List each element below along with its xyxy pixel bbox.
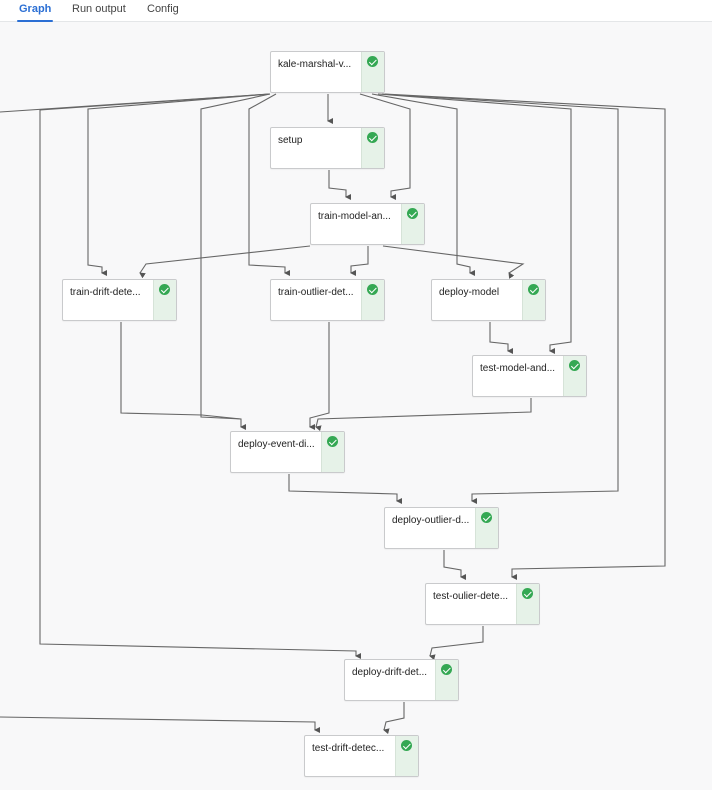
check-circle-icon [569,360,580,371]
edge [120,322,242,420]
check-circle-icon [367,56,378,67]
tab-config[interactable]: Config [147,3,179,15]
node-status [321,432,344,472]
check-circle-icon [441,664,452,675]
check-circle-icon [159,284,170,295]
node-status [435,660,458,700]
node-status [516,584,539,624]
edge [0,716,320,733]
edge [328,170,351,200]
node-label: test-oulier-dete... [433,591,509,602]
node-train-model[interactable]: train-model-an... [310,203,425,245]
edge [139,245,311,279]
node-test-oulier[interactable]: test-oulier-dete... [425,583,540,625]
node-status [563,356,586,396]
node-deploy-model[interactable]: deploy-model [431,279,546,321]
node-label: test-model-and... [480,363,556,374]
node-status [522,280,545,320]
edge [382,245,525,279]
node-status [475,508,498,548]
check-circle-icon [528,284,539,295]
node-kale-marshal[interactable]: kale-marshal-v... [270,51,385,93]
node-label: setup [278,135,303,146]
tab-bar: Graph Run output Config [0,0,712,22]
edge [350,246,369,276]
check-circle-icon [367,132,378,143]
edge [377,93,572,354]
node-status [361,52,384,92]
check-circle-icon [522,588,533,599]
node-deploy-outlier[interactable]: deploy-outlier-d... [384,507,499,549]
node-label: train-outlier-det... [278,287,354,298]
check-circle-icon [401,740,412,751]
edge [248,93,290,276]
edge [87,93,271,276]
edge [371,93,475,276]
edge [429,626,484,661]
node-deploy-event[interactable]: deploy-event-di... [230,431,345,473]
check-circle-icon [407,208,418,219]
edge [39,93,361,659]
edge [200,93,271,430]
edge [383,702,405,735]
edge [315,398,532,432]
edge [443,550,466,580]
node-setup[interactable]: setup [270,127,385,169]
node-status [153,280,176,320]
node-test-model[interactable]: test-model-and... [472,355,587,397]
node-label: deploy-outlier-d... [392,515,470,526]
check-circle-icon [367,284,378,295]
node-status [395,736,418,776]
node-label: deploy-drift-det... [352,667,428,678]
edge [489,322,513,354]
check-circle-icon [481,512,492,523]
node-train-drift[interactable]: train-drift-dete... [62,279,177,321]
edge [288,474,402,504]
edge [309,322,330,430]
edge [359,93,411,200]
tab-run-output[interactable]: Run output [72,3,126,15]
node-label: kale-marshal-v... [278,59,352,70]
tab-graph[interactable]: Graph [16,0,54,22]
edge [384,93,666,580]
node-label: deploy-event-di... [238,439,315,450]
node-deploy-drift[interactable]: deploy-drift-det... [344,659,459,701]
node-status [361,128,384,168]
edge [381,93,619,504]
node-status [401,204,424,244]
node-label: train-model-an... [318,211,391,222]
check-circle-icon [327,436,338,447]
node-label: train-drift-dete... [70,287,141,298]
node-train-outlier[interactable]: train-outlier-det... [270,279,385,321]
node-label: deploy-model [439,287,500,298]
node-status [361,280,384,320]
node-label: test-drift-detec... [312,743,385,754]
node-test-drift[interactable]: test-drift-detec... [304,735,419,777]
